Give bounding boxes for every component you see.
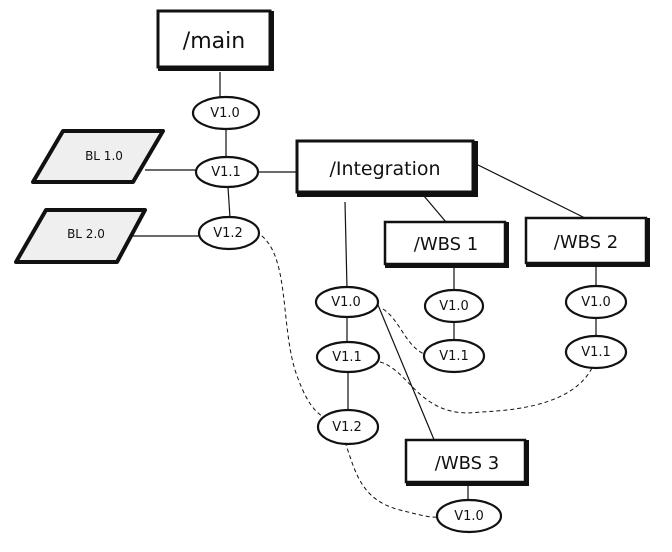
version-node-shape: [191, 95, 261, 131]
branch-wbs3: /WBS 3: [404, 438, 529, 486]
branch-integration-label: /Integration: [329, 158, 440, 180]
version-node-wbs1-v11: V1.1: [422, 338, 486, 374]
baseline-bl2: BL 2.0: [14, 208, 147, 264]
merge-int-v12-to-wbs3-v10: [344, 441, 441, 518]
version-label: V1.0: [331, 295, 361, 310]
version-node-wbs2-v10: V1.0: [564, 284, 628, 320]
version-node-main-v12: V1.2: [197, 215, 261, 251]
version-node-shape: [435, 498, 503, 534]
version-nodes: V1.0 V1.1 V1.2 V1.0 V1.1 V1.2 V1.0: [191, 95, 628, 534]
version-node-int-v10: V1.0: [314, 285, 380, 319]
version-label: V1.1: [439, 349, 469, 364]
version-label: V1.0: [454, 509, 484, 524]
version-node-main-v10: V1.0: [191, 95, 261, 131]
version-node-int-v11: V1.1: [315, 340, 381, 374]
version-label: V1.0: [581, 295, 611, 310]
branch-wbs1: /WBS 1: [383, 220, 509, 268]
version-node-wbs1-v10: V1.0: [423, 288, 485, 324]
connectors: [127, 72, 597, 500]
edge-integration-to-v10: [344, 201, 348, 290]
merge-main-v12-to-int-v12: [255, 231, 331, 421]
version-label: V1.2: [332, 420, 362, 435]
branch-wbs3-label: /WBS 3: [435, 453, 500, 474]
version-label: V1.2: [213, 226, 243, 241]
version-node-shape: [564, 334, 628, 370]
version-node-wbs3-v10: V1.0: [435, 498, 503, 534]
version-node-shape: [423, 288, 485, 324]
version-node-shape: [422, 338, 486, 374]
branch-wbs1-label: /WBS 1: [414, 234, 479, 255]
branch-main-box: [156, 9, 272, 69]
version-label: V1.1: [581, 345, 611, 360]
baseline-bl1-shape: [31, 129, 165, 184]
version-node-shape: [316, 408, 380, 446]
baseline-bl1: BL 1.0: [31, 129, 165, 184]
version-node-wbs2-v11: V1.1: [564, 334, 628, 370]
merge-int-v11-to-wbs2-v11: [379, 361, 593, 414]
merge-arrows: [255, 231, 593, 518]
baseline-bl2-label: BL 2.0: [67, 227, 105, 241]
branch-integration-box: [295, 139, 475, 194]
branch-main: /main: [156, 9, 274, 71]
version-node-int-v12: V1.2: [316, 408, 380, 446]
baseline-bl2-shape: [14, 208, 147, 264]
edge-main-v11-to-v12: [227, 186, 231, 219]
merge-int-v10-to-wbs1-v11: [382, 308, 425, 355]
version-label: V1.1: [332, 350, 362, 365]
branch-wbs3-box: [404, 438, 527, 484]
version-node-main-v11: V1.1: [194, 155, 260, 189]
branch-integration: /Integration: [295, 139, 478, 197]
version-node-shape: [197, 215, 261, 251]
version-label: V1.1: [211, 165, 241, 180]
version-node-shape: [194, 155, 260, 189]
version-node-shape: [315, 340, 381, 374]
baseline-bl1-label: BL 1.0: [85, 149, 123, 163]
branch-wbs2-label: /WBS 2: [554, 232, 619, 253]
branch-main-label: /main: [183, 29, 245, 54]
version-label: V1.0: [439, 299, 469, 314]
branch-wbs2: /WBS 2: [524, 216, 650, 267]
branch-wbs2-box: [524, 216, 648, 265]
edge-integration-to-wbs2: [473, 162, 586, 219]
version-node-shape: [564, 284, 628, 320]
version-label: V1.0: [210, 106, 240, 121]
edge-integration-to-wbs1: [423, 195, 447, 223]
version-node-shape: [314, 285, 380, 319]
branch-wbs1-box: [383, 220, 507, 266]
edge-int-v10-to-wbs3: [377, 304, 436, 443]
